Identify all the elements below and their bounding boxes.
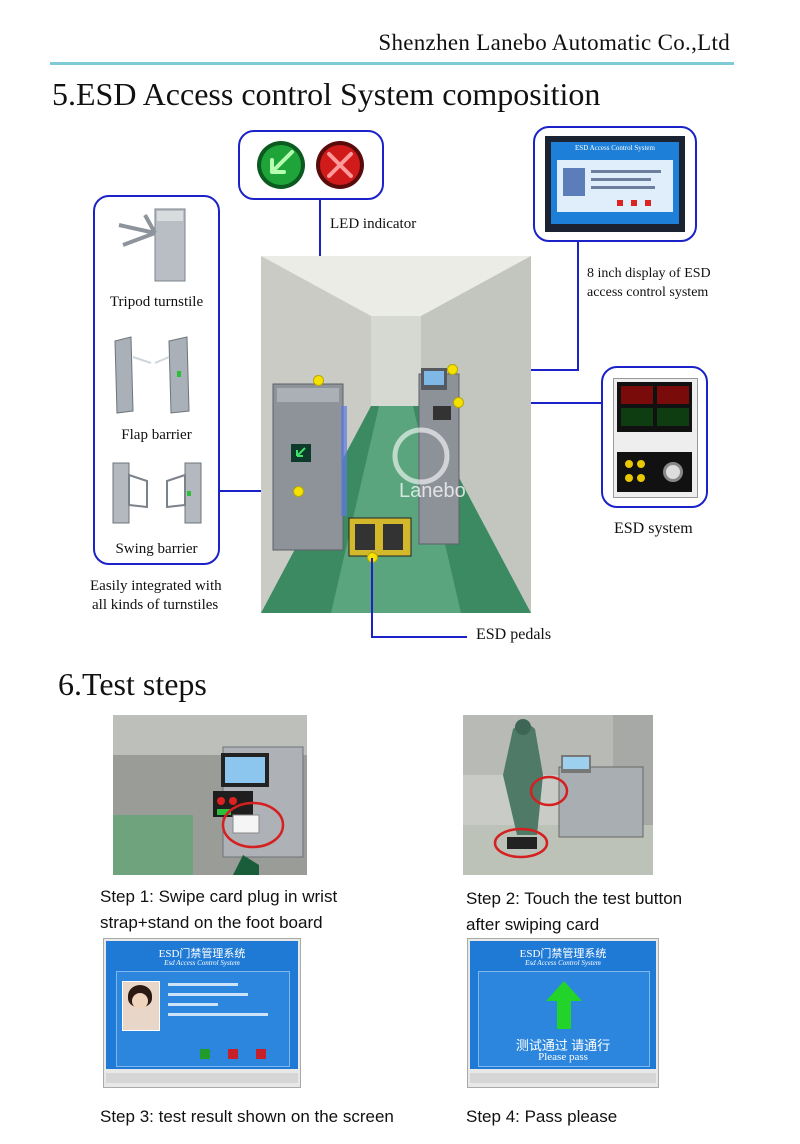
tripod-turnstile-image <box>118 208 186 282</box>
section6-title: 6.Test steps <box>58 666 207 702</box>
integrated-label-2: all kinds of turnstiles <box>92 597 219 613</box>
step4-screen: ESD门禁管理系统 Esd Access Control System 测试通过… <box>467 938 659 1088</box>
step4-taskbar <box>470 1073 656 1083</box>
step3-taskbar <box>106 1073 298 1083</box>
marker-esd-system <box>453 397 464 408</box>
marker-display <box>447 364 458 375</box>
display-box: ESD Access Control System <box>533 126 697 242</box>
step1-photo <box>113 715 307 875</box>
step4-screen-title-en: Esd Access Control System <box>525 959 601 967</box>
step2-caption-1: Step 2: Touch the test button <box>466 889 683 908</box>
company-name: Shenzhen Lanebo Automatic Co.,Ltd <box>378 30 730 55</box>
display-screen-title: ESD Access Control System <box>575 144 655 152</box>
marker-led <box>313 375 324 386</box>
step4-message-en: Please pass <box>538 1051 588 1063</box>
watermark: Lanebo <box>399 480 466 502</box>
swing-barrier-label: Swing barrier <box>115 541 198 557</box>
integrated-label-1: Easily integrated with <box>90 578 222 594</box>
led-indicator-image <box>257 141 364 189</box>
step2-caption-2: after swiping card <box>466 915 600 934</box>
step1-caption-1: Step 1: Swipe card plug in wrist <box>100 887 338 906</box>
esd-system-label: ESD system <box>614 520 693 537</box>
step3-caption: Step 3: test result shown on the screen <box>100 1107 394 1126</box>
tripod-turnstile-label: Tripod turnstile <box>109 294 204 310</box>
step4-caption: Step 4: Pass please <box>466 1107 618 1126</box>
turnstile-types-box: Tripod turnstile Flap barrier Swing barr… <box>93 195 220 565</box>
step3-screen-title-cn: ESD门禁管理系统 <box>158 948 246 960</box>
esd-pedals-label: ESD pedals <box>476 626 552 643</box>
corridor-photo: Lanebo <box>261 256 531 613</box>
flap-barrier-image <box>114 336 190 414</box>
check-icon <box>200 1049 210 1059</box>
step2-photo <box>463 715 653 875</box>
led-indicator-label: LED indicator <box>330 216 417 232</box>
step4-screen-title-cn: ESD门禁管理系统 <box>519 948 607 960</box>
up-arrow-icon <box>546 981 582 1029</box>
display-label-2: access control system <box>587 285 709 300</box>
display-label-1: 8 inch display of ESD <box>587 266 711 281</box>
step1-caption-2: strap+stand on the foot board <box>100 913 323 932</box>
led-indicator-box <box>238 130 384 200</box>
marker-turnstile <box>293 486 304 497</box>
flap-barrier-label: Flap barrier <box>121 427 192 443</box>
step3-screen: ESD门禁管理系统 Esd Access Control System <box>103 938 301 1088</box>
cross-icon <box>228 1049 238 1059</box>
swing-barrier-image <box>112 462 202 524</box>
step4-message-cn: 测试通过 请通行 <box>515 1038 611 1053</box>
cross-icon-2 <box>256 1049 266 1059</box>
section5-title: 5.ESD Access control System composition <box>52 76 601 112</box>
esd-system-box <box>601 366 708 508</box>
header-rule <box>50 62 734 65</box>
step3-screen-title-en: Esd Access Control System <box>164 959 240 967</box>
